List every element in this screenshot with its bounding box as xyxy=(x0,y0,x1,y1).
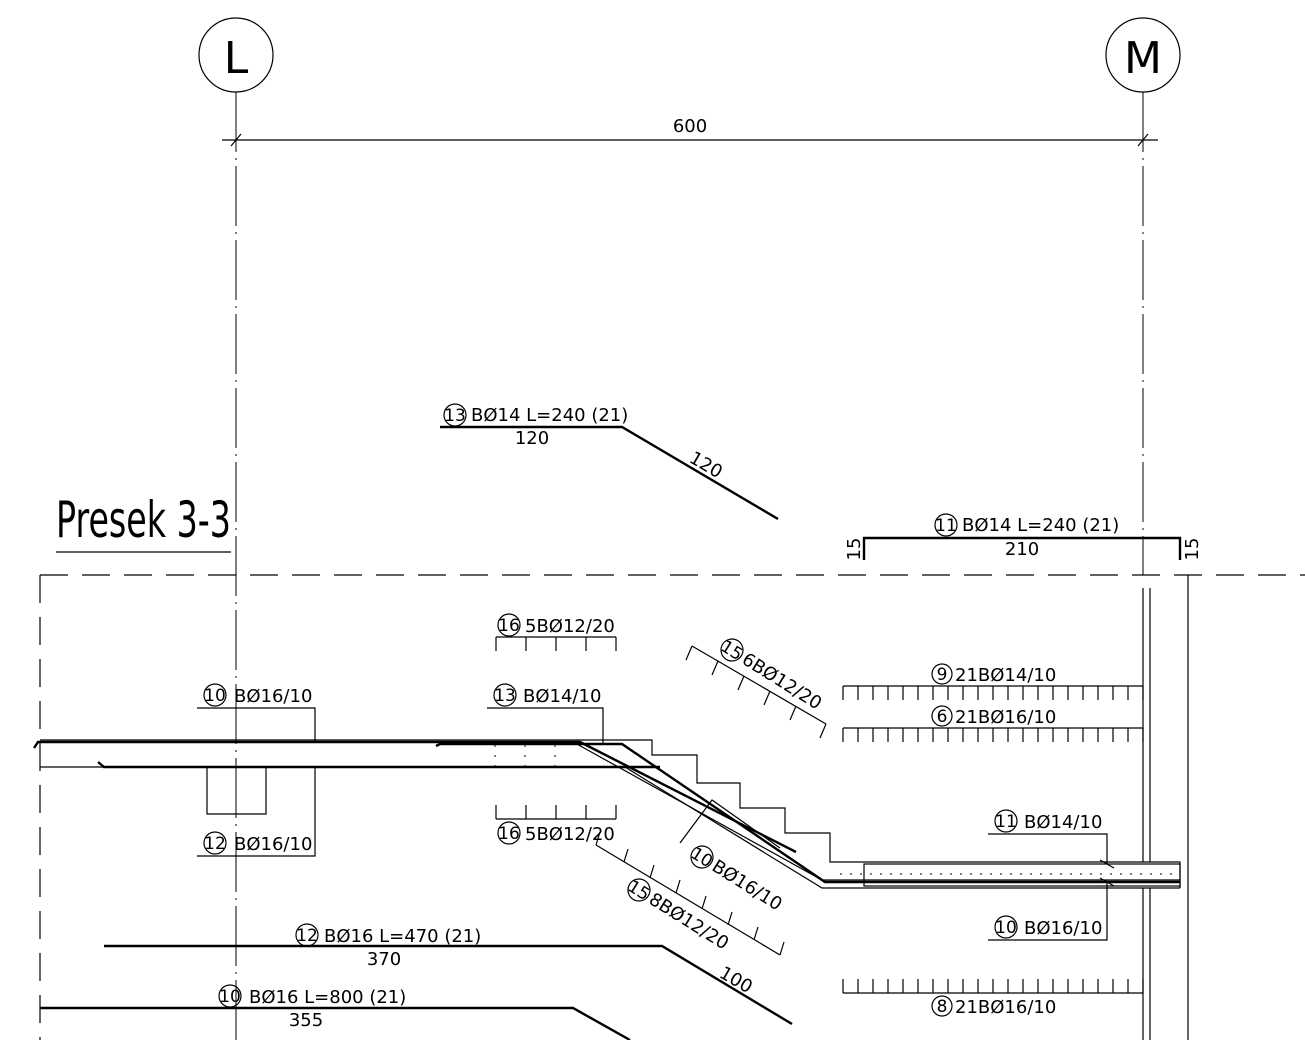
concrete-outline xyxy=(40,575,1189,1040)
label-15-top-spec: 6BØ12/20 xyxy=(738,649,825,714)
bar12-shape-mark: 12 xyxy=(296,926,318,946)
label-10-left-spec: BØ16/10 xyxy=(234,686,312,707)
bar11-main-length: 210 xyxy=(1005,539,1039,560)
bar10-shape-spec: BØ16 L=800 (21) xyxy=(249,987,406,1008)
label-16-top: 16 5BØ12/20 xyxy=(497,613,615,637)
bar12-shape: 12 BØ16 L=470 (21) 370 100 xyxy=(104,923,793,1026)
label-6-spec: 21BØ16/10 xyxy=(955,707,1056,728)
rebars xyxy=(33,740,1181,887)
label-6-mark: 6 xyxy=(937,707,948,727)
bar11-shape: 11 BØ14 L=240 (21) 210 15 15 xyxy=(844,513,1203,561)
label-11-right: 11 BØ14/10 xyxy=(988,809,1115,869)
bar13-shape: 13 BØ14 L=240 (21) 120 120 xyxy=(440,403,779,521)
bar11-right-hook: 15 xyxy=(1182,538,1203,561)
bar11-shape-spec: BØ14 L=240 (21) xyxy=(962,515,1119,536)
label-10-sloped-spec: BØ16/10 xyxy=(708,856,786,915)
label-9: 9 21BØ14/10 xyxy=(931,663,1056,686)
label-12-left-mark: 12 xyxy=(204,834,226,854)
bar10-shape-mark: 10 xyxy=(219,987,241,1007)
bar12-shape-spec: BØ16 L=470 (21) xyxy=(324,926,481,947)
label-16-bottom-mark: 16 xyxy=(498,824,520,844)
label-16-top-spec: 5BØ12/20 xyxy=(525,616,615,637)
label-6: 6 21BØ16/10 xyxy=(931,705,1056,728)
label-15-top: 15 6BØ12/20 xyxy=(717,637,825,715)
label-16-top-mark: 16 xyxy=(498,616,520,636)
bar11-left-hook: 15 xyxy=(844,538,865,561)
label-13-mid-mark: 13 xyxy=(494,686,516,706)
label-8-spec: 21BØ16/10 xyxy=(955,997,1056,1018)
bar13-horizontal-length: 120 xyxy=(515,428,549,449)
label-8-mark: 8 xyxy=(937,997,948,1017)
bar9-ticks xyxy=(842,685,1144,700)
label-10-left: 10 BØ16/10 xyxy=(197,683,316,742)
bar8-ticks xyxy=(842,979,1144,994)
label-9-spec: 21BØ14/10 xyxy=(955,665,1056,686)
axis-m-label: M xyxy=(1124,33,1162,84)
label-12-left: 12 BØ16/10 xyxy=(197,767,316,857)
label-13-mid: 13 BØ14/10 xyxy=(487,683,604,744)
bar13-shape-mark: 13 xyxy=(444,406,466,426)
span-dimension: 600 xyxy=(222,116,1158,147)
bar10-horizontal-length: 355 xyxy=(289,1010,323,1031)
label-13-mid-spec: BØ14/10 xyxy=(523,686,601,707)
label-11-right-spec: BØ14/10 xyxy=(1024,812,1102,833)
bar12-sloped-length: 100 xyxy=(716,963,756,998)
label-16-bottom: 16 5BØ12/20 xyxy=(497,821,615,845)
span-dimension-text: 600 xyxy=(673,116,707,137)
label-10-left-mark: 10 xyxy=(204,686,226,706)
section-boundary xyxy=(39,574,1305,1040)
label-10-right-spec: BØ16/10 xyxy=(1024,918,1102,939)
label-8: 8 21BØ16/10 xyxy=(931,995,1056,1018)
label-15-bottom-spec: 8BØ12/20 xyxy=(645,889,732,954)
section-title: Presek 3-3 xyxy=(56,491,231,553)
label-11-right-mark: 11 xyxy=(995,812,1017,832)
bar15-bottom-ticks xyxy=(595,831,785,956)
bar13-shape-spec: BØ14 L=240 (21) xyxy=(471,405,628,426)
label-9-mark: 9 xyxy=(937,665,948,685)
bar12-horizontal-length: 370 xyxy=(367,949,401,970)
bar15-top-ticks xyxy=(685,645,827,739)
bar16-top-ticks xyxy=(495,636,617,651)
bar16-bottom-ticks xyxy=(495,805,617,820)
axis-l: L xyxy=(198,17,274,1040)
label-10-sloped: 10 BØ16/10 xyxy=(687,844,786,916)
axis-m: M xyxy=(1105,17,1181,575)
label-10-right: 10 BØ16/10 xyxy=(988,877,1115,941)
bar10-shape: 10 BØ16 L=800 (21) 355 xyxy=(40,984,631,1040)
label-16-bottom-spec: 5BØ12/20 xyxy=(525,824,615,845)
section-title-text: Presek 3-3 xyxy=(56,491,231,549)
axis-l-label: L xyxy=(224,33,249,84)
label-10-right-mark: 10 xyxy=(995,918,1017,938)
bar11-shape-mark: 11 xyxy=(935,516,957,536)
label-12-left-spec: BØ16/10 xyxy=(234,834,312,855)
label-10-sloped-leader xyxy=(679,799,781,849)
bar6-ticks xyxy=(842,727,1144,742)
